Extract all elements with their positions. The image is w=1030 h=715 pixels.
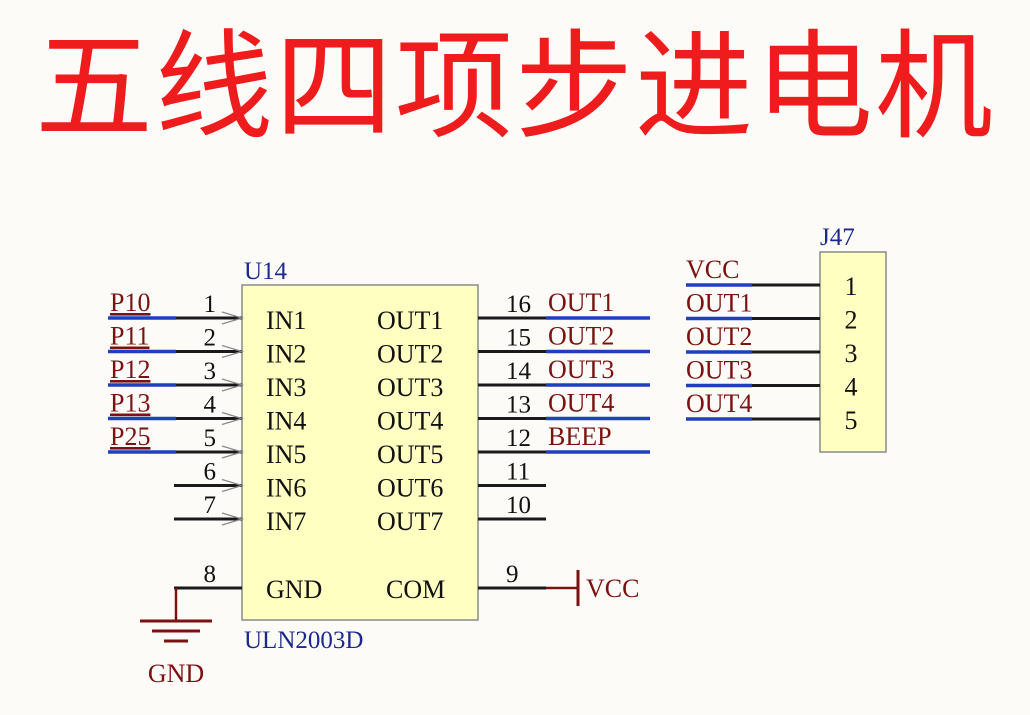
input-arrow-icon — [221, 512, 245, 526]
pin-number: 2 — [845, 306, 858, 335]
net-label: VCC — [686, 255, 739, 284]
net-label: OUT1 — [548, 288, 614, 317]
net-label: OUT2 — [548, 322, 614, 351]
net-label: OUT4 — [686, 389, 752, 418]
net-label: P10 — [110, 288, 150, 317]
gnd-label: GND — [148, 659, 204, 688]
pin-number: 16 — [506, 291, 531, 318]
input-arrow-icon — [221, 445, 245, 459]
pin-number: 7 — [204, 492, 217, 519]
input-arrow-icon — [221, 378, 245, 392]
pin-name: IN5 — [266, 440, 306, 469]
pin-name: IN4 — [266, 407, 306, 436]
u14-designator: U14 — [244, 258, 288, 285]
u14-gnd-pin: 8 GND — [174, 561, 322, 604]
pin-name: OUT6 — [377, 474, 443, 503]
net-label: OUT1 — [686, 289, 752, 318]
pin-name: OUT7 — [377, 507, 443, 536]
input-arrow-icon — [221, 311, 245, 325]
net-label: OUT3 — [686, 356, 752, 385]
pin8-name: GND — [266, 575, 322, 604]
schematic-title: 五线四项步进电机 — [34, 18, 995, 156]
pin-number: 11 — [506, 459, 530, 486]
u14-com-pin: 9 COM — [386, 561, 546, 604]
vcc-label: VCC — [586, 574, 639, 603]
j47-pin-5: OUT4 5 — [686, 389, 858, 435]
pin8-number: 8 — [204, 561, 217, 588]
pin9-name: COM — [386, 575, 445, 604]
pin-name: IN7 — [266, 507, 306, 536]
net-label: OUT3 — [548, 355, 614, 384]
pin-number: 14 — [506, 358, 532, 385]
u14-output-pins: OUT116OUT1OUT215OUT2OUT314OUT3OUT413OUT4… — [377, 288, 650, 536]
pin-name: OUT4 — [377, 407, 443, 436]
gnd-power-symbol: GND — [140, 588, 212, 688]
input-arrow-icon — [221, 344, 245, 359]
pin-number: 4 — [845, 373, 858, 402]
net-label: OUT4 — [548, 389, 614, 418]
pin-name: OUT2 — [377, 340, 443, 369]
pin-number: 2 — [204, 325, 217, 352]
net-label: P11 — [110, 322, 150, 351]
vcc-power-symbol: VCC — [546, 570, 639, 606]
pin-number: 4 — [204, 392, 217, 419]
j47-pin-4: OUT3 4 — [686, 356, 858, 402]
net-label: P25 — [110, 422, 150, 451]
input-arrow-icon — [221, 478, 245, 493]
pin-number: 3 — [204, 358, 217, 385]
net-label: P12 — [110, 355, 150, 384]
net-label: OUT2 — [686, 322, 752, 351]
u14-body — [241, 284, 479, 621]
pin-number: 1 — [204, 291, 217, 318]
j47-pin-1: VCC 1 — [686, 255, 858, 301]
net-label: BEEP — [548, 422, 612, 451]
pin-number: 15 — [506, 325, 531, 352]
pin-name: IN6 — [266, 474, 306, 503]
pin-name: OUT5 — [377, 440, 443, 469]
j47-body — [819, 251, 887, 453]
net-label: P13 — [110, 389, 150, 418]
pin-name: IN2 — [266, 340, 306, 369]
pin-number: 13 — [506, 392, 531, 419]
pin-name: OUT1 — [377, 306, 443, 335]
pin-number: 5 — [204, 425, 217, 452]
pin9-number: 9 — [506, 561, 519, 588]
pin-number: 12 — [506, 425, 531, 452]
pin-number: 5 — [845, 406, 858, 435]
j47-designator: J47 — [820, 224, 855, 251]
pin-name: IN1 — [266, 306, 306, 335]
pin-name: OUT3 — [377, 373, 443, 402]
pin-name: IN3 — [266, 373, 306, 402]
pin-number: 6 — [204, 459, 217, 486]
pin-number: 10 — [506, 492, 531, 519]
j47-pin-2: OUT1 2 — [686, 289, 858, 335]
u14-part-number: ULN2003D — [244, 627, 363, 654]
pin-number: 1 — [845, 272, 858, 301]
pin-number: 3 — [845, 339, 858, 368]
j47-pin-3: OUT2 3 — [686, 322, 858, 368]
input-arrow-icon — [221, 411, 245, 426]
